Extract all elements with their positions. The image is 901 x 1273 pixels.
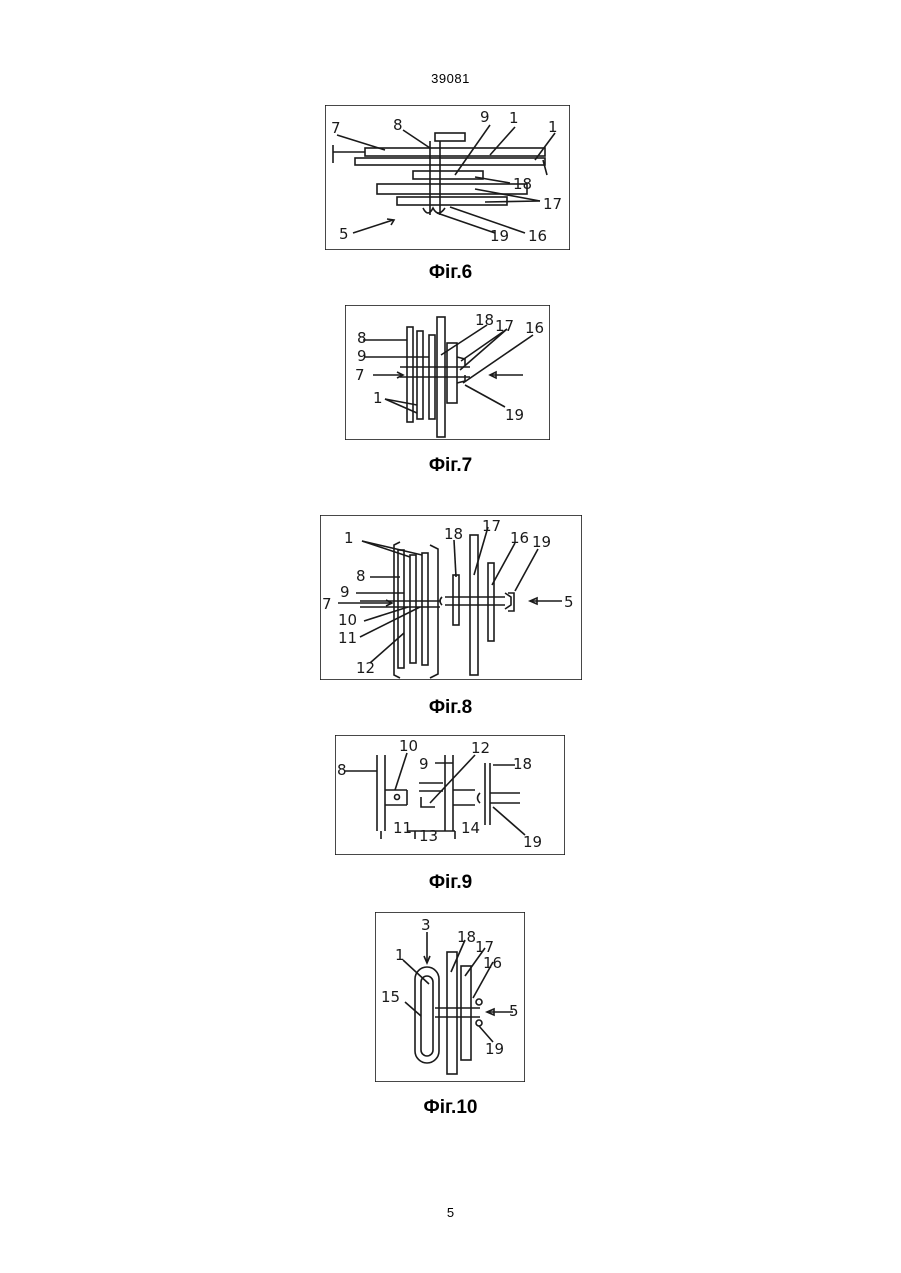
fig8-label-1: 1 (344, 529, 354, 547)
figure-8-caption: Фіг.8 (0, 697, 901, 719)
fig7-label-16: 16 (525, 319, 544, 337)
fig7-label-1: 1 (373, 389, 383, 407)
fig8-label-12: 12 (356, 659, 375, 677)
fig8-label-17: 17 (482, 517, 501, 535)
fig9-label-13: 13 (419, 827, 438, 845)
fig8-label-7: 7 (322, 595, 332, 613)
fig6-label-9: 9 (480, 108, 490, 126)
fig7-label-8: 8 (357, 329, 367, 347)
fig7-label-19: 19 (505, 406, 524, 424)
fig6-label-1b: 1 (548, 118, 558, 136)
fig6-label-8: 8 (393, 116, 403, 134)
fig10-label-19: 19 (485, 1040, 504, 1058)
fig6-label-19: 19 (490, 227, 509, 245)
figure-6-drawing: 7 8 9 1 1 18 17 5 19 16 (325, 105, 570, 250)
fig9-label-9: 9 (419, 755, 429, 773)
fig10-label-18: 18 (457, 928, 476, 946)
fig10-label-5: 5 (509, 1002, 519, 1020)
fig6-label-17: 17 (543, 195, 562, 213)
fig7-label-18: 18 (475, 311, 494, 329)
fig9-label-14: 14 (461, 819, 480, 837)
figure-9-drawing: 8 10 9 12 18 11 13 14 19 (335, 735, 565, 855)
figure-7-drawing: 8 9 7 1 18 17 16 19 (345, 305, 550, 440)
fig7-label-17: 17 (495, 317, 514, 335)
fig8-label-19: 19 (532, 533, 551, 551)
document-number: 39081 (0, 71, 901, 86)
fig8-label-18: 18 (444, 525, 463, 543)
fig9-label-10: 10 (399, 737, 418, 755)
fig7-label-9: 9 (357, 347, 367, 365)
figure-10-drawing: 3 1 18 17 16 15 5 19 (375, 912, 525, 1082)
fig10-label-1: 1 (395, 946, 405, 964)
fig6-label-18: 18 (513, 175, 532, 193)
fig10-label-15: 15 (381, 988, 400, 1006)
figure-6-caption: Фіг.6 (0, 262, 901, 284)
fig6-label-1: 1 (509, 109, 519, 127)
fig6-label-7: 7 (331, 119, 341, 137)
figure-10-caption: Фіг.10 (0, 1097, 901, 1119)
figure-9-caption: Фіг.9 (0, 872, 901, 894)
fig8-label-11: 11 (338, 629, 357, 647)
figure-7-caption: Фіг.7 (0, 455, 901, 477)
fig8-label-9: 9 (340, 583, 350, 601)
fig9-label-19: 19 (523, 833, 542, 851)
fig8-label-16: 16 (510, 529, 529, 547)
fig10-label-3: 3 (421, 916, 431, 934)
fig8-label-5: 5 (564, 593, 574, 611)
fig6-label-16: 16 (528, 227, 547, 245)
fig10-label-16: 16 (483, 954, 502, 972)
fig6-label-5: 5 (339, 225, 349, 243)
figure-8-drawing: 1 8 9 7 10 11 12 18 17 16 19 5 (320, 515, 582, 680)
fig9-label-12: 12 (471, 739, 490, 757)
fig9-label-8: 8 (337, 761, 347, 779)
fig8-label-8: 8 (356, 567, 366, 585)
fig7-label-7: 7 (355, 366, 365, 384)
page-number: 5 (0, 1205, 901, 1220)
fig9-label-18: 18 (513, 755, 532, 773)
fig8-label-10: 10 (338, 611, 357, 629)
fig9-label-11: 11 (393, 819, 412, 837)
